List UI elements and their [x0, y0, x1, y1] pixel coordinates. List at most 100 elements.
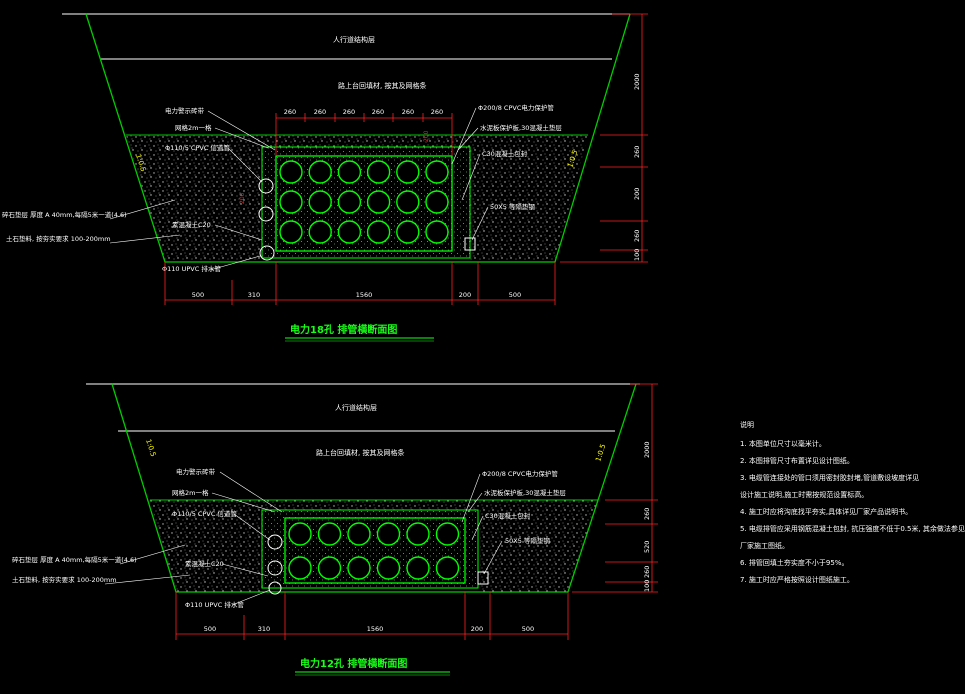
top-dimensions: 260 260 260 260 260 260	[284, 108, 443, 116]
note-item: 厂家施工图纸。	[740, 542, 789, 550]
cpvc-200-pipe	[288, 522, 312, 546]
cpvc-200-pipe	[425, 220, 449, 244]
note-item: 7. 施工时应严格按照设计图纸施工。	[740, 576, 854, 584]
cpvc-110-tube	[267, 534, 283, 550]
cpvc-200-pipe	[435, 556, 460, 580]
dim-bottom: 1560	[367, 625, 384, 633]
mesh-label: 网格2m一格	[172, 488, 209, 497]
dim-small: 200	[423, 130, 430, 142]
cpvc-200-pipe	[347, 556, 371, 580]
leader	[214, 127, 269, 149]
section1-title: 电力18孔 排管横断面图	[290, 323, 397, 336]
cpvc-200-pipe	[396, 220, 420, 244]
dim-bottom: 310	[248, 291, 260, 299]
dim-top: 260	[402, 108, 414, 116]
dim-bottom: 310	[258, 625, 270, 633]
plain-concrete-label: 素混凝土C20	[185, 559, 224, 568]
dim-small: 200	[239, 192, 246, 204]
c30-label: C30混凝土包封	[485, 511, 531, 520]
soil-right	[480, 500, 598, 592]
leader	[231, 589, 271, 606]
cpvc-200-pipe	[366, 160, 391, 184]
leader	[207, 110, 276, 151]
cpvc-200-pipe	[425, 190, 449, 214]
pipe-frame	[275, 155, 453, 252]
dim-right: 260	[643, 566, 651, 578]
note-item: 5. 电缆排管应采用钢筋混凝土包封, 抗压强度不低于0.5米, 其余做法参见	[740, 525, 965, 533]
design-notes: 说明 1. 本图单位尺寸以毫米计。 2. 本图排管尺寸布置详见设计图纸。 3. …	[740, 417, 965, 589]
cushion-label: 碎石垫层 厚度 A 40mm,每隔5米一道(4.6)	[12, 555, 137, 564]
pipe-grid-12	[288, 522, 460, 580]
spacer-steel	[464, 237, 476, 251]
upvc-label: Φ110 UPVC 排水管	[162, 264, 221, 273]
cpvc-200-pipe	[376, 556, 401, 580]
cpvc-200-pipe	[337, 160, 362, 184]
bottom-dimensions: 500 310 1560 200 500	[192, 291, 521, 299]
leader	[461, 153, 481, 201]
cpvc200-label: Φ200/8 CPVC电力保护管	[478, 103, 554, 112]
warning-tape-label: 电力警示砖带	[176, 467, 216, 476]
leader	[461, 473, 481, 523]
dim-right: 100	[633, 249, 641, 261]
cpvc-200-pipe	[308, 160, 332, 184]
leader	[227, 147, 263, 183]
leader	[104, 574, 191, 585]
right-dimensions: 2000 260 200 260 100	[633, 73, 641, 261]
dim-bottom: 500	[192, 291, 204, 299]
cpvc-200-pipe	[425, 160, 449, 184]
backfill-label: 路上台回填材, 按其及网格条	[338, 81, 426, 90]
dim-top: 260	[284, 108, 296, 116]
soil-right	[470, 135, 588, 262]
note-item: 3. 电缆管连接处的管口须用密封胶封堵,管道敷设坡度详见	[740, 474, 920, 482]
dim-right: 100	[643, 580, 651, 592]
cpvc-110-tube	[258, 206, 274, 222]
soil-left	[126, 135, 260, 262]
mesh-label: 网格2m一格	[175, 123, 212, 132]
cpvc-200-pipe	[366, 190, 391, 214]
upvc-label: Φ110 UPVC 排水管	[185, 600, 244, 609]
leader	[233, 513, 271, 541]
dim-right: 260	[633, 146, 641, 158]
spacer-label: 50X5 等隔垫钢	[505, 536, 550, 545]
cpvc-200-pipe	[279, 220, 303, 244]
cpvc110-label: Φ110/5 CPVC 信道管	[172, 509, 237, 518]
cpvc-200-pipe	[396, 160, 420, 184]
dim-top: 260	[343, 108, 355, 116]
bedding-label: 土石垫料, 按夯实要求 100-200mm	[12, 575, 117, 584]
note-item: 4. 施工时应将沟底找平夯实,具体详见厂家产品说明书。	[740, 508, 913, 516]
cpvc110-label: Φ110/5 CPVC 信道管	[165, 143, 230, 152]
leader	[214, 224, 263, 241]
dim-bottom: 500	[204, 625, 216, 633]
notes-title: 说明	[740, 421, 754, 429]
sidewalk-label: 人行道结构层	[335, 403, 377, 412]
cpvc-200-pipe	[376, 522, 401, 546]
spacer-label: 50X5 等隔垫钢	[490, 202, 535, 211]
dim-bottom: 1560	[356, 291, 373, 299]
section2-title: 电力12孔 排管横断面图	[300, 657, 407, 670]
leader	[483, 540, 503, 575]
soil-top	[260, 135, 470, 147]
leader	[221, 563, 269, 577]
dim-bottom: 500	[522, 625, 534, 633]
slope-right-label: 1:0.5	[594, 443, 607, 463]
cpvc200-label: Φ200/8 CPVC电力保护管	[482, 469, 558, 478]
right-dimensions: 2000 260 520 260 100	[643, 441, 651, 592]
cushion-label: 碎石垫层 厚度 A 40mm,每隔5米一道(4.6)	[2, 210, 127, 219]
c30-label: C30混凝土包封	[482, 149, 528, 158]
cpvc-200-pipe	[406, 522, 430, 546]
dim-right: 2000	[633, 73, 641, 90]
dim-right: 200	[633, 188, 641, 200]
pipe-frame	[284, 517, 466, 584]
sidewalk-label: 人行道结构层	[333, 35, 375, 44]
top-dimension-lines	[275, 113, 453, 156]
bottom-dimensions: 500 310 1560 200 500	[204, 625, 534, 633]
warning-tape-label: 电力警示砖带	[165, 106, 205, 115]
bedding-label: 土石垫料, 按夯实要求 100-200mm	[6, 234, 111, 243]
cpvc-110-tube	[258, 178, 274, 194]
note-item: 设计施工说明,施工时需按规范设置标高。	[740, 491, 869, 499]
cpvc-200-pipe	[406, 556, 430, 580]
leader	[109, 234, 181, 244]
cpvc-200-pipe	[347, 522, 371, 546]
cpvc-200-pipe	[317, 522, 342, 546]
brick-cover-label: 水泥板保护板,30混凝土垫层	[484, 488, 566, 497]
